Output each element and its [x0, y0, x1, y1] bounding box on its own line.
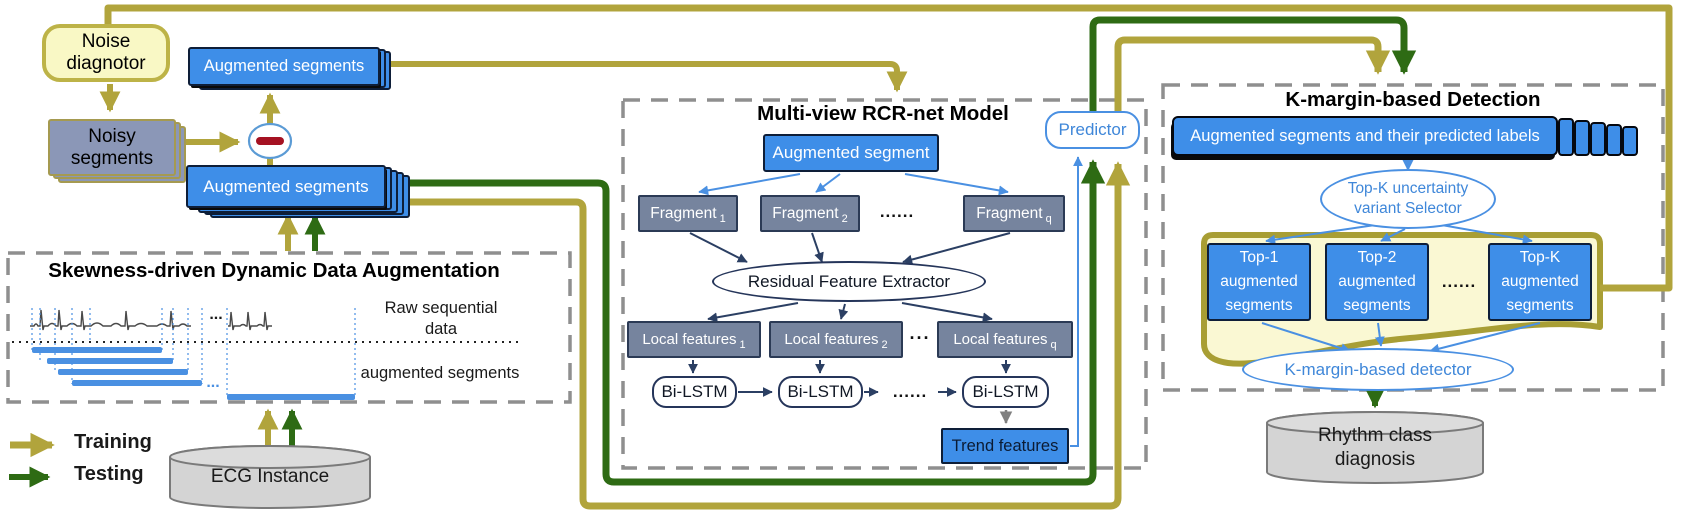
predictor-to-detection-test-line: [1089, 16, 1417, 111]
topk-segments-node: Top-K augmented segments: [1488, 243, 1592, 321]
fragmentq-to-extractor-arrow: [902, 232, 1011, 265]
bilstm-ellipsis: ......: [892, 382, 928, 401]
trace-ellipsis: ...: [209, 306, 223, 323]
selector-to-top2-arrow: [1380, 228, 1406, 242]
augmentation-title: Skewness-driven Dynamic Data Augmentatio…: [48, 259, 500, 282]
segment-to-fragmentq-arrow: [904, 173, 1009, 196]
noisy-segments-node: Noisy segments: [48, 119, 176, 176]
diagnosis-label: Rhythm class diagnosis: [1317, 425, 1433, 470]
segment-to-fragment1-arrow: [698, 173, 801, 196]
selector-to-topk-arrow: [1435, 223, 1533, 245]
bilstm-1-node: Bi-LSTM: [652, 376, 737, 408]
ecg-instance-label: ECG Instance: [210, 466, 330, 487]
feedback-loop-line: [104, 4, 1673, 292]
bars-ellipsis: ...: [206, 374, 220, 391]
kmargin-detector-node: K-margin-based detector: [1242, 348, 1514, 391]
predicted-labels-node: Augmented segments and their predicted l…: [1172, 116, 1558, 156]
detection-frame: [1161, 83, 1665, 392]
ecg-trace-left: [30, 309, 191, 331]
topk-selector-node: Top-K uncertainty variant Selector: [1320, 169, 1496, 229]
extractor-to-local2-arrow: [838, 303, 849, 320]
augmented-segments-label: augmented segments: [360, 364, 520, 382]
training-legend-label: Training: [74, 431, 152, 453]
fragment1-to-extractor-arrow: [689, 232, 748, 263]
detection-title: K-margin-based Detection: [1285, 88, 1541, 111]
local-features-ellipsis: ···: [909, 328, 931, 348]
trend-features-node: Trend features: [941, 428, 1069, 464]
topk-to-detector-arrow: [1429, 322, 1541, 354]
top1-segments-node: Top-1 augmented segments: [1207, 243, 1311, 321]
augmented-segments-bottom-node: Augmented segments: [186, 165, 386, 208]
stack-to-predictor-train-line: [393, 161, 1131, 510]
residual-extractor-node: Residual Feature Extractor: [712, 261, 986, 302]
model-title: Multi-view RCR-net Model: [757, 102, 1009, 125]
segment-bars: [32, 347, 355, 400]
trend-to-predictor-arrow: [1070, 156, 1083, 447]
fragment-ellipsis: ......: [879, 202, 915, 221]
predictor-node: Predictor: [1045, 111, 1140, 149]
testing-legend-label: Testing: [74, 463, 144, 485]
raw-data-label: Raw sequential data: [384, 299, 498, 339]
stack-to-predictor-test-line: [393, 159, 1106, 486]
top2-to-detector-arrow: [1374, 322, 1385, 347]
topk-ellipsis: ......: [1441, 272, 1477, 291]
noise-diagnotor-node: Noise diagnotor: [42, 24, 170, 82]
augmented-segments-top-node: Augmented segments: [188, 47, 380, 86]
minus-icon: [247, 122, 293, 160]
augtop-to-model-arrow: [380, 61, 908, 93]
ecg-instance-cylinder: [169, 445, 371, 509]
augmented-segment-node: Augmented segment: [763, 134, 939, 172]
top2-segments-node: Top-2 augmented segments: [1325, 243, 1429, 321]
diagnosis-cylinder: [1266, 411, 1484, 484]
fragment2-to-extractor-arrow: [811, 232, 824, 263]
bilstm-3-node: Bi-LSTM: [962, 376, 1049, 408]
augmentation-frame: [6, 251, 572, 404]
predictor-to-detection-train-line: [1114, 36, 1391, 111]
extractor-to-local1-arrow: [707, 302, 799, 323]
selector-to-top1-arrow: [1265, 223, 1383, 245]
segment-to-fragment2-arrow: [815, 173, 841, 193]
extractor-to-localq-arrow: [901, 302, 993, 323]
top1-to-detector-arrow: [1261, 322, 1351, 353]
ecg-trace-right: [228, 311, 272, 331]
bilstm-2-node: Bi-LSTM: [778, 376, 863, 408]
model-frame: [621, 98, 1148, 470]
